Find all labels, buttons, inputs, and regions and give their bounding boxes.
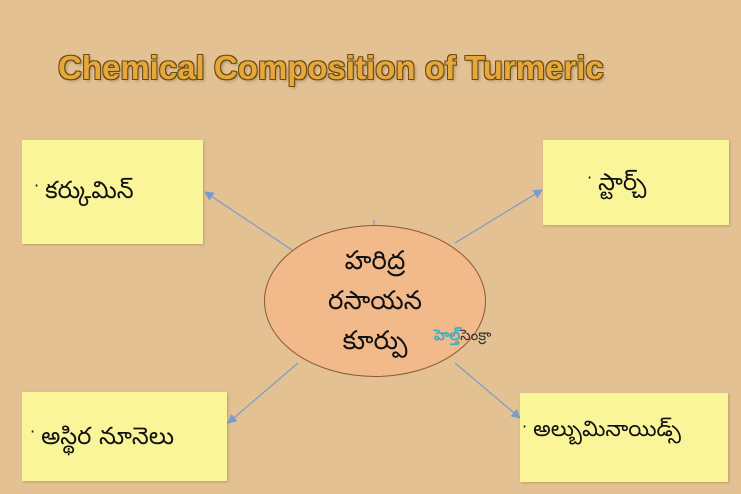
box-starch: · స్టార్చ్ [543,140,729,225]
albuminoids-label: అల్బుమినాయిడ్స్ [533,417,681,442]
volatile-oils-label: అస్థిర నూనెలు [41,422,175,450]
center-node: హరిద్ర రసాయన కూర్పు [264,225,486,377]
bullet: · [30,422,36,441]
box-volatile-oils: · అస్థిర నూనెలు [22,392,227,481]
bullet: · [587,168,593,187]
watermark-part-2: సెంక్రా [460,326,492,344]
watermark-part-1: హెల్త్ [434,326,461,344]
bullet: · [522,417,528,436]
starch-label: స్టార్చ్ [598,168,647,196]
arrow-to-albuminoids [454,362,521,419]
arrow-to-starch [454,189,544,244]
arrow-to-volatile-oils [227,362,299,424]
watermark: హెల్త్సెంక్రా [434,326,491,348]
box-albuminoids: · అల్బుమినాయిడ్స్ [520,393,728,482]
curcumin-label: కర్కుమిన్ [45,176,134,204]
arrow-to-curcumin [204,191,293,251]
box-curcumin: · కర్కుమిన్ [22,140,203,244]
bullet: · [34,176,40,195]
center-line-1: హరిద్ర [344,246,406,276]
diagram-title: Chemical Composition of Turmeric [58,49,604,86]
center-line-2: రసాయన [328,286,422,316]
center-line-3: కూర్పు [342,326,408,356]
